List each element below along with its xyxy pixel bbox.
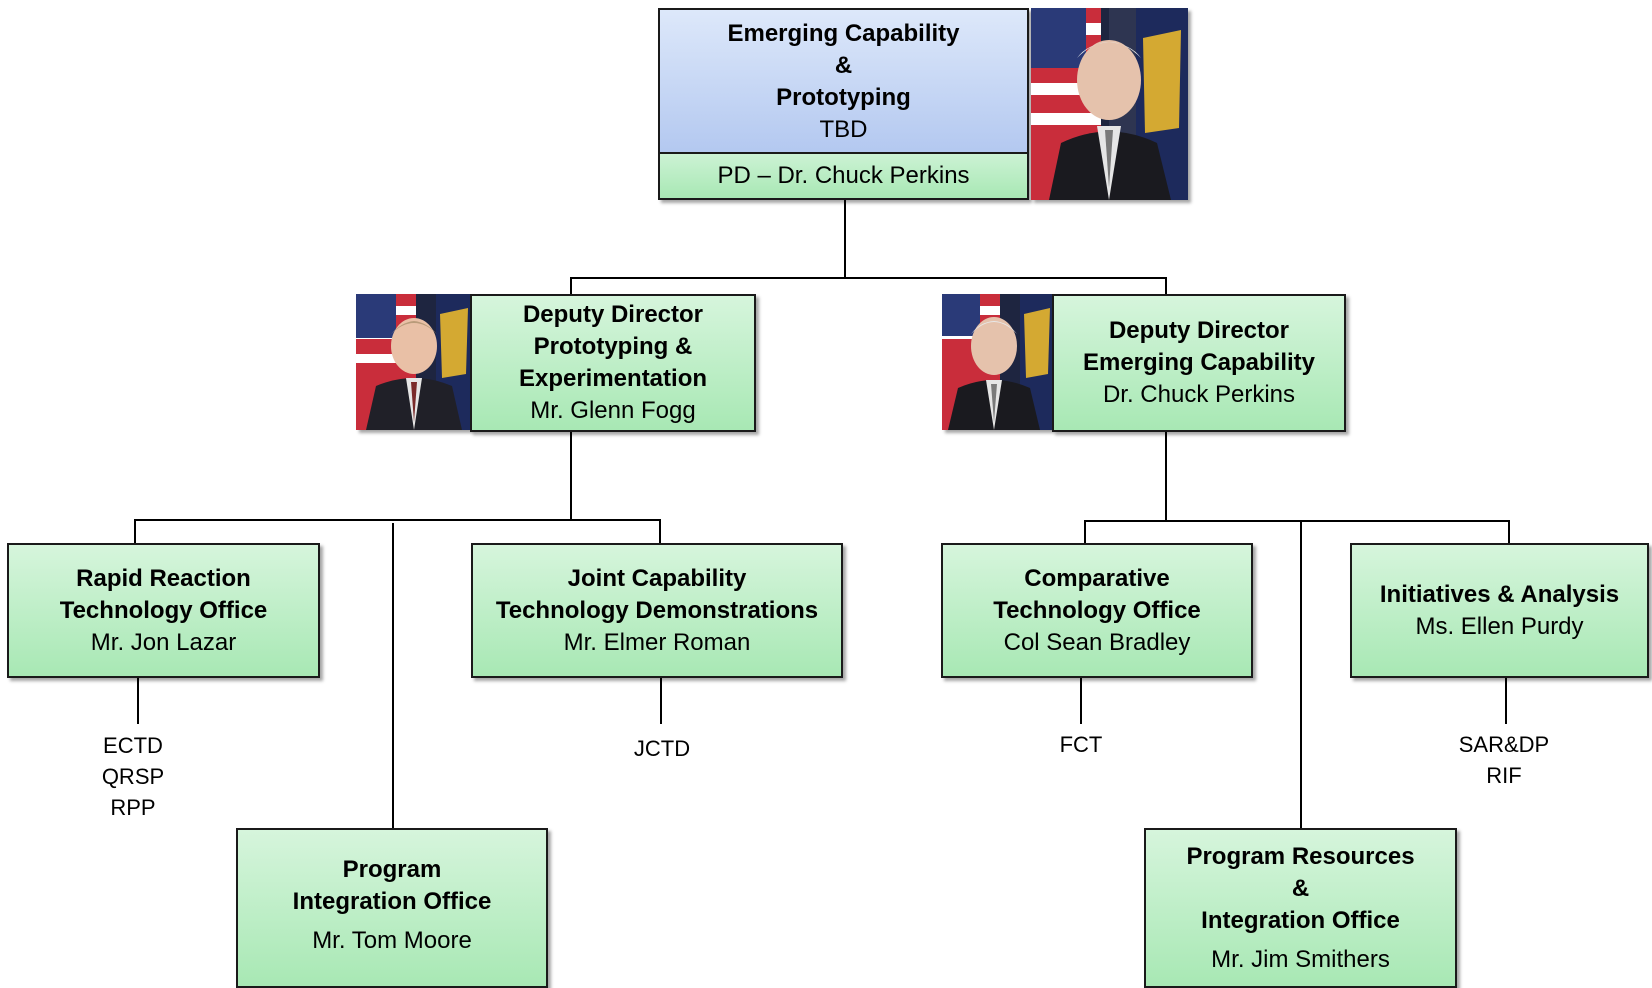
office-title-line: Comparative — [1024, 564, 1170, 592]
top-pd-name: PD – Dr. Chuck Perkins — [717, 162, 970, 189]
deputy-director-emerging-box: Deputy Director Emerging Capability Dr. … — [1052, 294, 1346, 432]
deputy-title-line: Prototyping & — [533, 333, 693, 360]
office-head-name: Col Sean Bradley — [1003, 628, 1191, 656]
initiatives-analysis-programs: SAR&DP RIF — [1440, 729, 1568, 791]
program-label: RPP — [110, 795, 156, 820]
initiatives-analysis-office-box: Initiatives & Analysis Ms. Ellen Purdy — [1350, 543, 1649, 678]
rapid-reaction-programs: ECTD QRSP RPP — [80, 730, 186, 823]
program-label: FCT — [1059, 732, 1103, 757]
program-resources-integration-office-box: Program Resources & Integration Office M… — [1144, 828, 1457, 988]
program-label: RIF — [1486, 763, 1522, 788]
office-title-line: Technology Office — [59, 596, 268, 624]
program-label: SAR&DP — [1458, 732, 1550, 757]
joint-capability-office-box: Joint Capability Technology Demonstratio… — [471, 543, 843, 678]
office-head-name: Mr. Jim Smithers — [1211, 946, 1390, 973]
deputy-director-prototyping-box: Deputy Director Prototyping & Experiment… — [470, 294, 756, 432]
deputy-title-line: Deputy Director — [1108, 317, 1290, 344]
program-label: JCTD — [633, 736, 691, 761]
director-portrait-photo — [1031, 8, 1188, 200]
office-title-line: Integration Office — [1201, 907, 1400, 934]
top-title-line: & — [834, 52, 853, 79]
office-title-line: Program — [342, 855, 442, 883]
rapid-reaction-office-box: Rapid Reaction Technology Office Mr. Jon… — [7, 543, 320, 678]
office-head-name: Mr. Tom Moore — [312, 926, 472, 954]
office-title-line: Technology Demonstrations — [495, 596, 819, 624]
comparative-technology-programs: FCT — [1030, 729, 1132, 760]
deputy-title-line: Deputy Director — [522, 301, 704, 328]
deputy-title-line: Emerging Capability — [1082, 349, 1316, 376]
office-head-name: Mr. Jon Lazar — [90, 628, 237, 656]
program-label: ECTD — [103, 733, 163, 758]
top-pd-band: PD – Dr. Chuck Perkins — [660, 152, 1027, 198]
top-title-line: Emerging Capability — [727, 20, 960, 47]
office-title-line: Initiatives & Analysis — [1379, 580, 1620, 608]
comparative-technology-office-box: Comparative Technology Office Col Sean B… — [941, 543, 1253, 678]
deputy-2-portrait-photo — [942, 294, 1052, 430]
deputy-name: Dr. Chuck Perkins — [1102, 381, 1296, 408]
program-integration-office-box: Program Integration Office Mr. Tom Moore — [236, 828, 548, 988]
deputy-title-line: Experimentation — [518, 365, 708, 392]
joint-capability-programs: JCTD — [610, 733, 714, 764]
office-title-line: Integration Office — [292, 887, 492, 915]
office-title-line: Joint Capability — [567, 564, 747, 592]
office-title-line: Technology Office — [993, 596, 1201, 624]
office-title-line: Rapid Reaction — [76, 564, 251, 592]
top-head-name: TBD — [819, 116, 868, 143]
top-box-title-area: Emerging Capability & Prototyping TBD — [660, 10, 1027, 154]
office-head-name: Ms. Ellen Purdy — [1415, 612, 1584, 640]
deputy-name: Mr. Glenn Fogg — [530, 397, 696, 424]
office-head-name: Mr. Elmer Roman — [563, 628, 751, 656]
office-title-line: Program Resources — [1186, 843, 1415, 870]
top-box: Emerging Capability & Prototyping TBD PD… — [658, 8, 1029, 200]
office-title-line: & — [1291, 875, 1310, 902]
top-title-line: Prototyping — [776, 84, 911, 111]
program-label: QRSP — [101, 764, 165, 789]
deputy-1-portrait-photo — [356, 294, 471, 430]
